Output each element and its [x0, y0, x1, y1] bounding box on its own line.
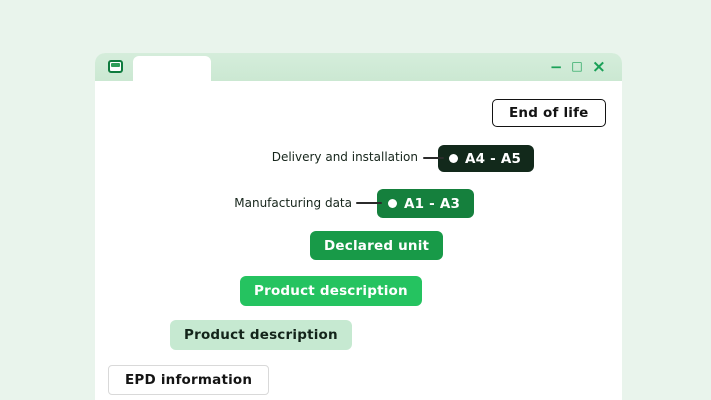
minimize-icon[interactable]: −	[549, 57, 563, 76]
browser-titlebar: − □ ×	[95, 53, 622, 81]
connector-line-manufacturing	[356, 202, 382, 204]
badge-product-description-solid[interactable]: Product description	[240, 276, 422, 306]
badge-a4-a5[interactable]: A4 - A5	[438, 145, 535, 172]
browser-tab[interactable]	[133, 56, 211, 81]
browser-app-icon-bar	[111, 63, 120, 67]
window-controls: − □ ×	[550, 53, 606, 81]
dot-marker-icon	[449, 154, 458, 163]
badge-a1-a3-label: A1 - A3	[404, 195, 461, 212]
badge-end-of-life[interactable]: End of life	[492, 99, 606, 127]
dot-marker-icon	[388, 199, 397, 208]
maximize-icon[interactable]: □	[571, 59, 583, 73]
annotation-delivery-and-installation: Delivery and installation	[271, 150, 418, 164]
connector-line-delivery	[423, 157, 444, 159]
annotation-manufacturing-data: Manufacturing data	[234, 196, 352, 210]
badge-epd-information[interactable]: EPD information	[108, 365, 270, 395]
browser-app-icon	[108, 60, 123, 73]
badge-a4-a5-label: A4 - A5	[465, 150, 522, 167]
badge-a1-a3[interactable]: A1 - A3	[377, 189, 475, 218]
badge-declared-unit[interactable]: Declared unit	[310, 231, 444, 260]
badge-product-description-soft[interactable]: Product description	[170, 320, 352, 350]
close-icon[interactable]: ×	[591, 56, 606, 77]
